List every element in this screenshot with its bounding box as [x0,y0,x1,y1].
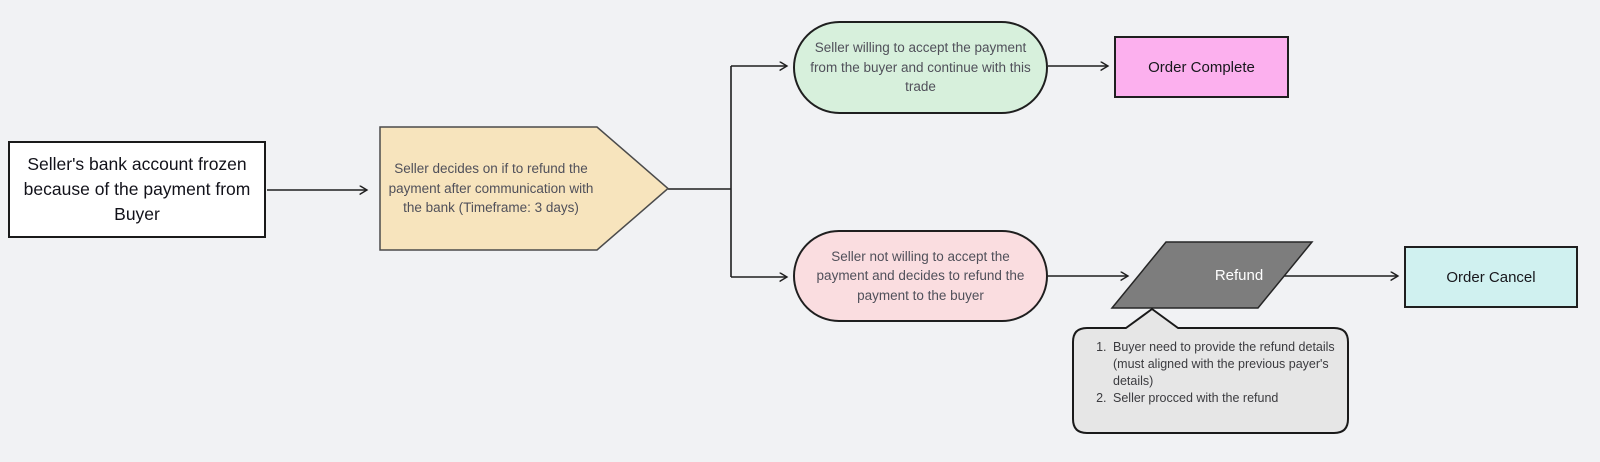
refund-note-bubble[interactable] [1072,308,1349,434]
refund-node-shape[interactable] [1110,241,1314,309]
connector-decision-branch-trunk [668,66,732,277]
reject-node[interactable]: Seller not willing to accept the payment… [793,230,1048,322]
order-complete-node[interactable]: Order Complete [1114,36,1289,98]
order-complete-label: Order Complete [1148,58,1255,76]
refund-note-item: Seller procced with the refund [1110,390,1337,407]
decision-node-shape[interactable] [379,126,670,251]
refund-note-text: Buyer need to provide the refund details… [1085,339,1337,407]
order-cancel-node[interactable]: Order Cancel [1404,246,1578,308]
reject-node-label: Seller not willing to accept the payment… [816,248,1025,303]
refund-note-item: Buyer need to provide the refund details… [1110,339,1337,390]
start-node[interactable]: Seller's bank account frozen because of … [8,141,266,238]
order-cancel-label: Order Cancel [1446,268,1536,286]
accept-node-label: Seller willing to accept the payment fro… [810,40,1031,95]
accept-node[interactable]: Seller willing to accept the payment fro… [793,21,1048,114]
start-node-label: Seller's bank account frozen because of … [23,154,251,224]
